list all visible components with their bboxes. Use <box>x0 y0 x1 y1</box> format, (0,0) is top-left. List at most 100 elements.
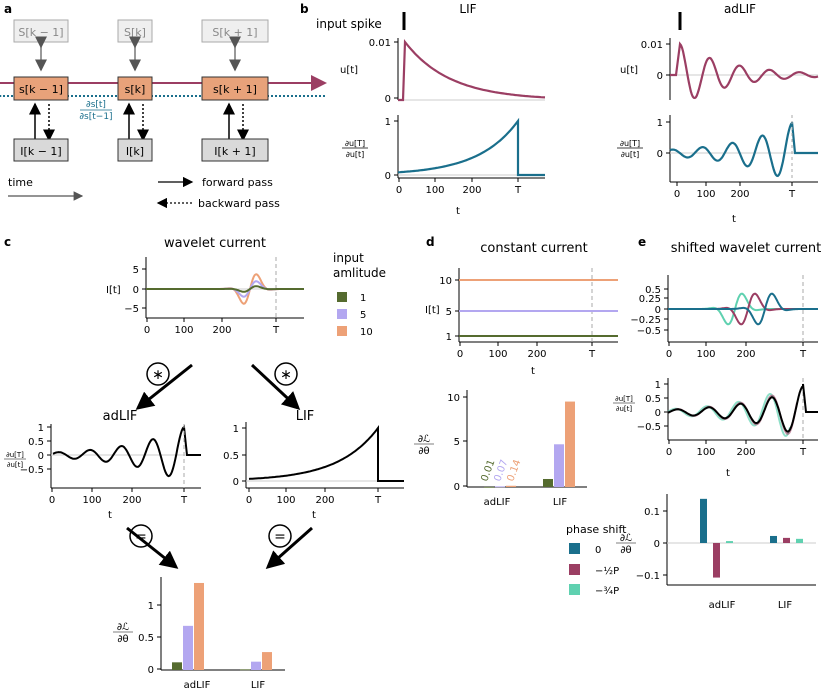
ylabel: I[t] <box>106 285 121 296</box>
u-label: u[t] <box>620 65 638 76</box>
tick: 5 <box>133 265 139 276</box>
tick: 200 <box>122 495 141 506</box>
shifted-wavelet-plot: 0.5 0.25 0 −0.25 −0.5 0 100 200 T <box>630 275 818 360</box>
bar-adlif-0 <box>700 498 707 543</box>
tick: 1 <box>655 380 661 391</box>
constant-current-plot: 10 5 1 I[t] 0 100 200 T t <box>425 268 618 377</box>
time-label: time <box>8 176 33 189</box>
tick: 0.1 <box>644 507 660 518</box>
legend-item: 10 <box>360 327 373 338</box>
eq-symbol: = <box>135 529 147 545</box>
bar-adlif-1 <box>713 543 720 578</box>
tick: 0.01 <box>369 38 391 49</box>
tick: 0 <box>654 539 660 550</box>
s-mid-2: s[k + 1] <box>213 83 257 96</box>
tick: 100 <box>696 349 715 360</box>
c-gradient-bar-chart: 1 0.5 0 ∂ℒ ∂θ adLIF LIF <box>113 577 285 691</box>
tick: 0.5 <box>645 285 661 296</box>
legend-item: 1 <box>360 293 366 304</box>
tick: 0 <box>385 171 391 182</box>
tick: 0 <box>657 71 663 82</box>
group-label: adLIF <box>184 680 211 691</box>
du-den: ∂u[t] <box>7 461 24 469</box>
adlif-du-plot: 1 0 ∂u[T] ∂u[t] 0 100 200 T t <box>617 115 818 225</box>
du-num: ∂u[T] <box>620 139 640 148</box>
d-gradient-bar-chart: 10 5 0 ∂ℒ ∂θ adLIF LIF 0.01 0.07 0.14 <box>414 390 587 508</box>
du-den: ∂u[t] <box>621 150 640 159</box>
tick: 0 <box>657 149 663 160</box>
legend-title: phase shift <box>566 523 627 536</box>
tick: 200 <box>730 189 749 200</box>
tick: T <box>799 447 807 458</box>
tick: 0 <box>666 349 672 360</box>
tick: T <box>180 495 188 506</box>
tick: 1 <box>233 424 239 435</box>
ylabel: I[t] <box>425 305 440 316</box>
tick: 100 <box>696 189 715 200</box>
bar-lif-0 <box>770 535 777 543</box>
tick: 0.5 <box>28 437 44 448</box>
eq-symbol: = <box>274 529 286 545</box>
bar-adlif-2 <box>506 485 516 487</box>
bar-lif-2 <box>565 401 575 487</box>
tick: 100 <box>425 185 444 196</box>
tick: 0 <box>148 665 154 676</box>
convolution-icon <box>274 362 298 386</box>
du-den: ∂u[t] <box>346 150 365 159</box>
tick: 1 <box>657 118 663 129</box>
tick: −0.5 <box>20 465 44 476</box>
adlif-u-plot: 0.01 0 u[t] <box>620 38 819 100</box>
i-bot-1: I[k] <box>126 145 144 158</box>
grad-num: ∂ℒ <box>117 622 129 633</box>
grad-den: ∂θ <box>418 446 429 457</box>
conv-symbol: ∗ <box>152 367 164 383</box>
lif-u-plot: 0.01 0 u[t] <box>340 38 546 105</box>
tick: 100 <box>488 349 507 360</box>
bar-adlif-2 <box>726 541 733 543</box>
i-bot-0: I[k − 1] <box>20 145 61 158</box>
equals-icon <box>129 524 153 548</box>
shifted-kernel-plot: 1 0.5 0 −0.5 ∂u[T] ∂u[t] 0 100 200 T t <box>613 378 818 479</box>
xlabel: t <box>531 366 535 377</box>
tick: 0 <box>454 482 460 493</box>
tick: T <box>588 349 596 360</box>
lif-title-c: LIF <box>296 409 315 424</box>
panel-letter-a: a <box>4 2 12 16</box>
group-label: LIF <box>553 497 568 508</box>
group-label: adLIF <box>709 600 736 611</box>
tick: 100 <box>696 447 715 458</box>
input-boxes: I[k − 1] I[k] I[k + 1] <box>13 138 269 162</box>
panel-letter-c: c <box>4 235 11 249</box>
bar-adlif-0 <box>172 662 182 670</box>
legend-item: −¾P <box>595 586 619 597</box>
tick: 0 <box>246 495 252 506</box>
s-mid-0: s[k − 1] <box>19 83 63 96</box>
legend-item: 0 <box>595 545 601 556</box>
grad-den: ∂θ <box>117 634 128 645</box>
group-label: adLIF <box>484 497 511 508</box>
bar-lif-1 <box>251 661 261 670</box>
tick: 200 <box>212 325 231 336</box>
group-label: LIF <box>778 600 793 611</box>
tick: 0 <box>655 408 661 419</box>
du-den: ∂u[t] <box>616 405 633 413</box>
s-mid-1: s[k] <box>125 83 146 96</box>
tick: 10 <box>447 393 460 404</box>
xlabel: t <box>726 468 730 479</box>
du-num: ∂u[T] <box>6 451 24 459</box>
panel-letter-e: e <box>638 235 646 249</box>
tick: 100 <box>82 495 101 506</box>
tick: −0.5 <box>637 326 661 337</box>
tick: 200 <box>462 185 481 196</box>
tick: 0 <box>233 477 239 488</box>
tick: −0.1 <box>636 571 660 582</box>
tick: 0 <box>144 325 150 336</box>
tick: 0 <box>457 349 463 360</box>
du-num: ∂u[T] <box>345 139 365 148</box>
tick: T <box>374 495 382 506</box>
bar-adlif-1 <box>495 486 505 488</box>
conv-symbol: ∗ <box>280 367 292 383</box>
bar-lif-2 <box>262 652 272 670</box>
d-title: constant current <box>480 241 588 256</box>
